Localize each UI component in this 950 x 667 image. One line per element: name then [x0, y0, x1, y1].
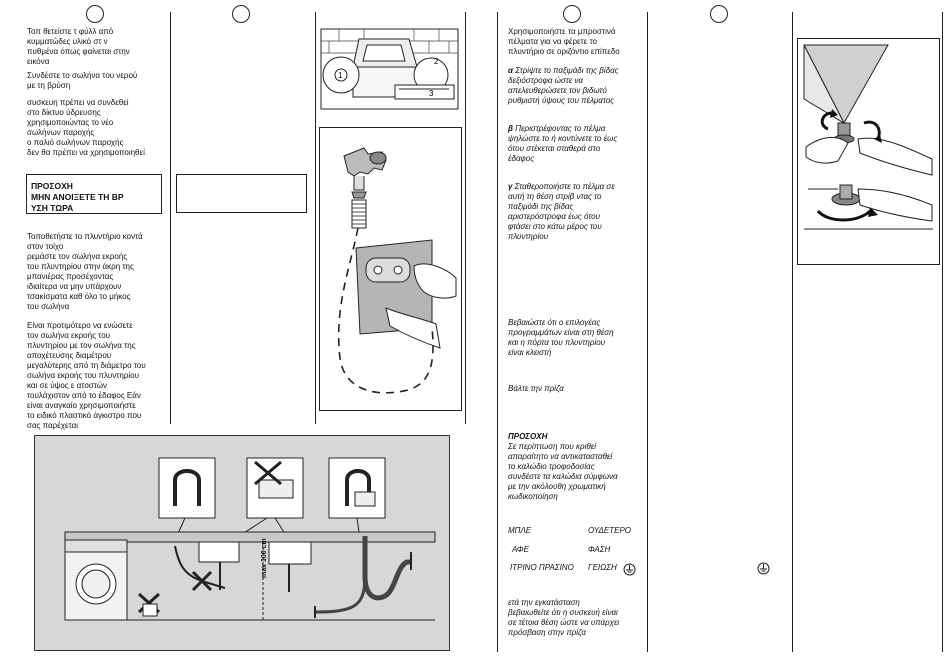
empty-box [176, 174, 307, 213]
column-divider [170, 12, 171, 424]
max-height-label: max 100 cm [261, 538, 268, 578]
step-letter: α [508, 66, 513, 75]
wire-name: ΟΥΔΕΤΕΡΟ [588, 526, 632, 535]
ground-symbol-icon [757, 562, 770, 575]
step-circle [86, 5, 104, 23]
column-divider [647, 12, 648, 652]
step-letter: γ [508, 182, 513, 191]
instruction-paragraph: Τοποθετήστε το πλυντήριο κοντά στον τοίχ… [27, 232, 143, 311]
wire-name: ΦΑΣΗ [588, 545, 611, 554]
step-c: γ Σταθεροποιήστε το πέλμα σε αυτή τη θέσ… [508, 182, 648, 242]
column-divider [465, 12, 466, 424]
wire-color: ΙΤΡΙΝΟ ΠΡΑΣΙΝΟ [510, 563, 574, 572]
wire-color: ΜΠΛΕ [508, 526, 532, 535]
step-text: Σταθεροποιήστε το πέλμα σε αυτή τη θέση … [508, 182, 615, 241]
wire-name: ΓΕΙΩΣΗ [588, 563, 617, 572]
instruction-paragraph: Βάλτε την πρίζα [508, 384, 564, 393]
step-b: β Περιστρέφοντας το πέλμα ψηλώστε το ή κ… [508, 124, 648, 164]
fig-number-1: 1 [338, 71, 343, 80]
instruction-paragraph: συσκευη πρέπει να συνδεθεί στο δίκτυο ύδ… [27, 98, 145, 157]
warning-text: Σε περίπτωση που κριθεί απαραίτητο να αν… [508, 442, 618, 501]
instruction-paragraph: ετά την εγκατάσταση βεβαιωθείτε ότι η συ… [508, 598, 620, 637]
column-divider [792, 12, 793, 652]
instruction-paragraph: Είναι προτιμότερο να ενώσετε τον σωλήνα … [27, 321, 146, 430]
warning-box: ΠΡΟΣΟΧΗ ΜΗΝ ΑΝΟΙΞΕΤΕ ΤΗ ΒΡ ΥΣΗ ΤΩΡΑ [26, 174, 162, 214]
tap-hose-figure [319, 127, 462, 411]
drain-installation-figure: max 100 cm [34, 435, 450, 651]
sheet-placement-figure: 1 2 3 [319, 27, 460, 111]
svg-text:2: 2 [434, 57, 439, 66]
step-a: α Στρίψτε το παξιμάδι της βίδας δεξιόστρ… [508, 66, 648, 106]
step-circle [710, 5, 728, 23]
instruction-paragraph: Χρησιμοποιήστε τα μπροστινά πέλματα για … [508, 27, 620, 56]
instruction-paragraph: Συνδέστε το σωλήνα του νερού με τη βρύση [27, 71, 138, 90]
svg-text:3: 3 [429, 89, 434, 98]
column-divider [315, 12, 316, 424]
warning-title: ΠΡΟΣΟΧΗ [508, 432, 548, 441]
step-text: Στρίψτε το παξιμάδι της βίδας δεξιόστροφ… [508, 66, 619, 105]
wire-color: ΑΦΕ [512, 545, 529, 554]
ground-symbol-icon [623, 563, 636, 576]
step-text: Περιστρέφοντας το πέλμα ψηλώστε το ή κον… [508, 124, 618, 163]
leveling-feet-figure [797, 38, 940, 265]
instruction-paragraph: Βεβαιώστε ότι ο επιλογέας προγραμμάτων ε… [508, 318, 614, 357]
page-divider [497, 12, 498, 652]
step-circle [563, 5, 581, 23]
instruction-paragraph: Τοπ θετείστε τ φύλλ από κυμματώδες υλικό… [27, 27, 130, 66]
column-divider [942, 12, 943, 652]
step-circle [232, 5, 250, 23]
step-letter: β [508, 124, 513, 133]
